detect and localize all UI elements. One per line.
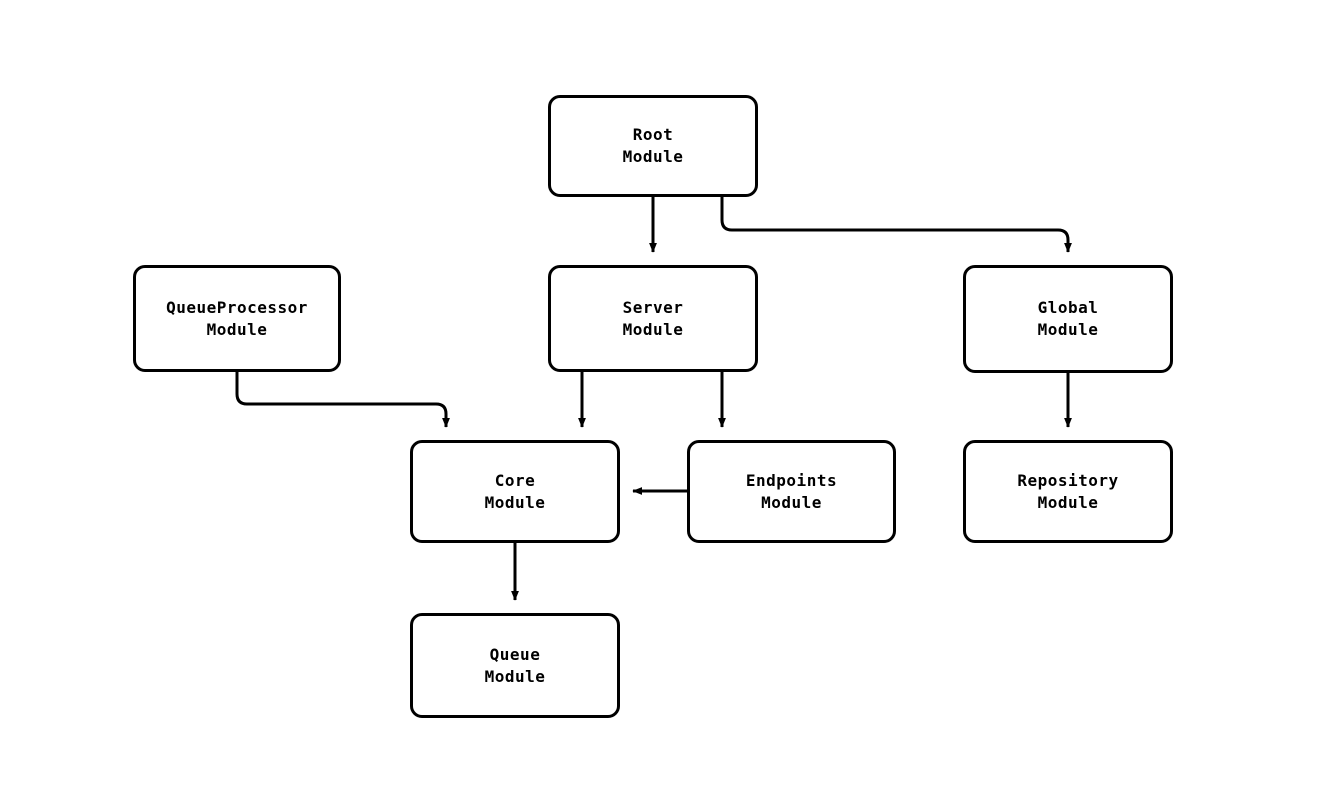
node-endpoints[interactable]: Endpoints Module [687, 440, 896, 543]
edge-queueprocessor-core [235, 372, 450, 428]
node-label-root: Root Module [622, 125, 684, 166]
node-queue[interactable]: Queue Module [410, 613, 620, 718]
node-root[interactable]: Root Module [548, 95, 758, 197]
node-label-server: Server Module [622, 297, 684, 339]
node-core[interactable]: Core Module [410, 440, 620, 543]
node-repository[interactable]: Repository Module [963, 440, 1173, 543]
edge-root-global [720, 197, 1072, 253]
node-server[interactable]: Server Module [548, 265, 758, 372]
node-label-global: Global Module [1037, 298, 1099, 339]
node-label-core: Core Module [484, 470, 546, 512]
node-global[interactable]: Global Module [963, 265, 1173, 373]
node-label-repository: Repository Module [1017, 470, 1119, 512]
node-label-endpoints: Endpoints Module [745, 470, 838, 512]
node-label-queue: Queue Module [484, 644, 546, 686]
node-label-queueprocessor: QueueProcessor Module [166, 297, 308, 339]
node-queueprocessor[interactable]: QueueProcessor Module [133, 265, 341, 372]
